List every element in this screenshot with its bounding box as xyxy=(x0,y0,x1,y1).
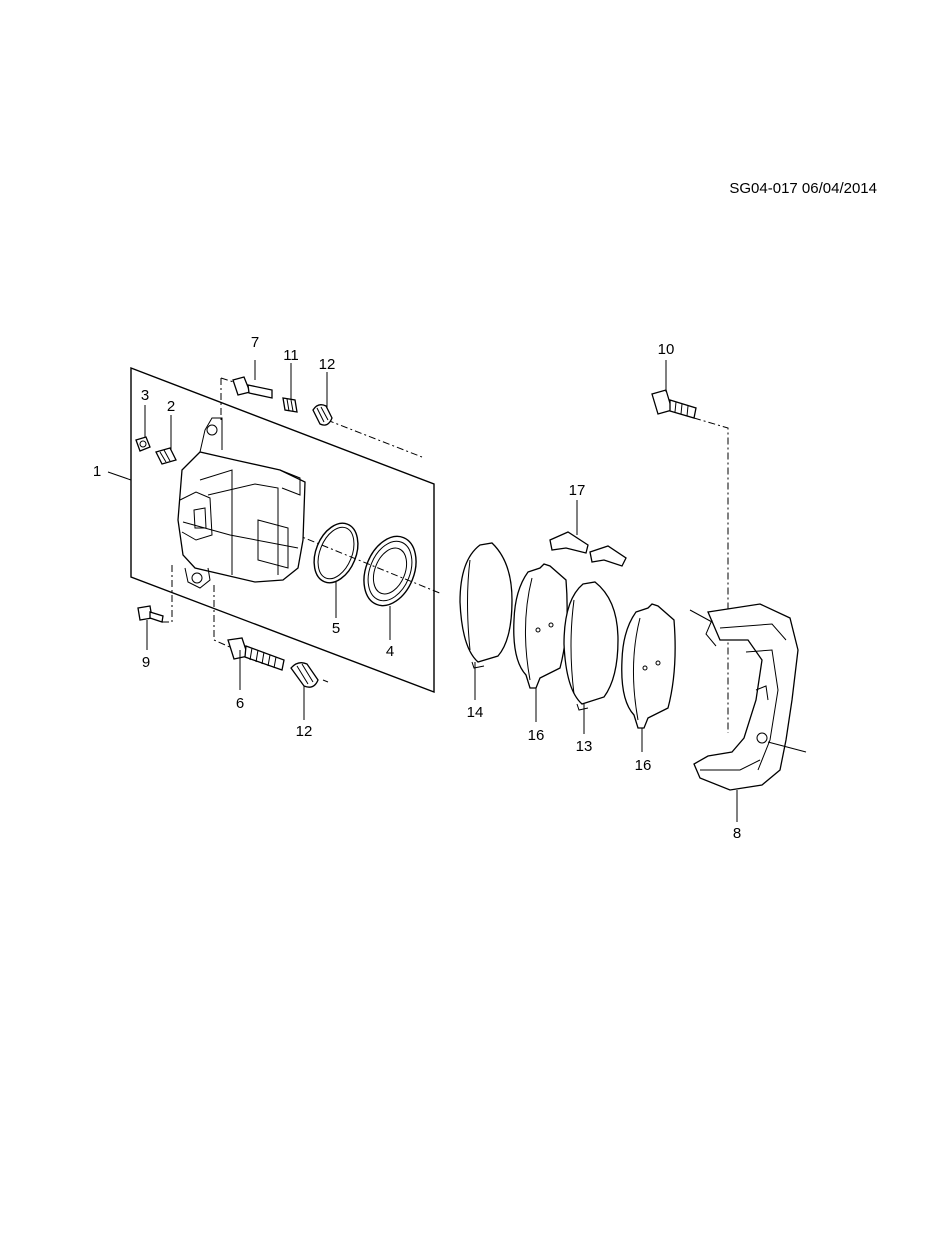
doc-code: SG04-017 06/04/2014 xyxy=(729,180,877,197)
pad-clips xyxy=(549,531,627,567)
bushing-lower xyxy=(290,662,319,688)
callout-16-a: 16 xyxy=(528,727,545,744)
guide-pin-lower xyxy=(227,637,285,671)
callout-4: 4 xyxy=(386,643,394,660)
caliper-bolt xyxy=(137,605,164,623)
callout-labels: 1 3 2 7 11 12 9 6 12 5 4 14 16 13 16 17 … xyxy=(93,334,741,842)
callout-9: 9 xyxy=(142,654,150,671)
brake-pad-b xyxy=(563,581,619,711)
guide-pin-upper xyxy=(232,376,273,399)
callout-1: 1 xyxy=(93,463,101,480)
callout-7: 7 xyxy=(251,334,259,351)
callout-6: 6 xyxy=(236,695,244,712)
bleed-valve xyxy=(155,447,177,465)
leader-lines xyxy=(107,360,738,822)
callout-17: 17 xyxy=(569,482,586,499)
piston-boot xyxy=(363,535,417,607)
callout-2: 2 xyxy=(167,398,175,415)
brake-pad-inner xyxy=(459,542,513,669)
callout-12-upper: 12 xyxy=(319,356,336,373)
caliper-housing xyxy=(177,417,306,589)
caliper-group-frame xyxy=(130,366,435,694)
piston-seal xyxy=(313,522,359,584)
callout-10: 10 xyxy=(658,341,675,358)
brake-pad-a xyxy=(513,563,568,689)
bleed-cap xyxy=(135,436,151,452)
brake-pad-c xyxy=(621,603,676,729)
callout-5: 5 xyxy=(332,620,340,637)
carrier-bolt xyxy=(651,389,697,419)
pin-boot xyxy=(282,397,298,413)
caliper-carrier xyxy=(689,603,807,791)
assembly-lines xyxy=(160,377,729,733)
callout-3: 3 xyxy=(141,387,149,404)
callout-8: 8 xyxy=(733,825,741,842)
callout-13: 13 xyxy=(576,738,593,755)
callout-14: 14 xyxy=(467,704,484,721)
callout-16-b: 16 xyxy=(635,757,652,774)
callout-11: 11 xyxy=(283,347,299,364)
bushing-upper xyxy=(312,404,333,426)
callout-12-lower: 12 xyxy=(296,723,313,740)
